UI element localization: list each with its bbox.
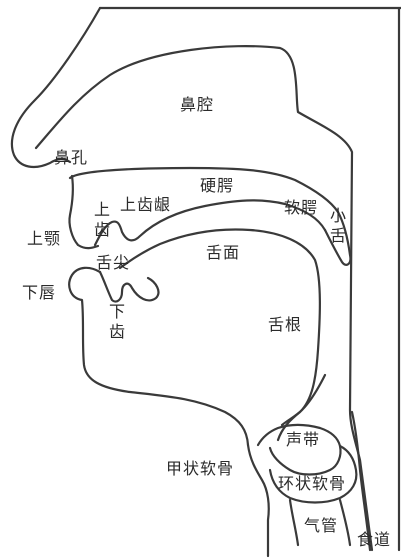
- lower-lip-outline: [68, 266, 250, 447]
- label-vocal-cords: 声带: [286, 430, 321, 449]
- label-hard-palate: 硬腭: [200, 176, 235, 195]
- nose-outline: [10, 6, 102, 169]
- label-trachea: 气管: [304, 516, 339, 535]
- label-esophagus: 食道: [357, 530, 392, 549]
- label-soft-palate: 软腭: [284, 198, 319, 217]
- label-tongue-blade: 舌面: [206, 243, 241, 262]
- label-tongue-tip: 舌尖: [96, 253, 131, 272]
- cricoid-outline: [268, 444, 358, 504]
- label-thyroid-cartilage: 甲状软骨: [166, 459, 235, 478]
- label-uvula: 小舌: [329, 206, 346, 245]
- esophagus-outline: [350, 410, 372, 552]
- upper-teeth-outline: [93, 199, 327, 247]
- lower-teeth-outline: [98, 270, 160, 303]
- trachea-outline: [288, 498, 352, 547]
- label-nostril: 鼻孔: [54, 148, 89, 167]
- upper-lip-outline: [68, 174, 100, 250]
- label-upper-teeth: 上齿: [93, 200, 110, 239]
- uvula-outline: [323, 210, 352, 266]
- label-tongue-root: 舌根: [268, 315, 303, 334]
- nasal-cavity-outline: [34, 45, 374, 552]
- label-lower-teeth: 下齿: [108, 302, 125, 341]
- thyroid-outline: [246, 443, 270, 558]
- label-upper-lip: 上颚: [27, 229, 62, 248]
- label-lower-lip: 下唇: [22, 283, 57, 302]
- nasal-floor-outline: [68, 166, 340, 214]
- label-cricoid-cartilage: 环状软骨: [278, 474, 347, 493]
- label-alveolar-ridge: 上齿龈: [120, 195, 172, 214]
- epiglottis-outline: [280, 373, 327, 427]
- head-back-outline: [98, 6, 401, 552]
- label-nasal-cavity: 鼻腔: [180, 95, 215, 114]
